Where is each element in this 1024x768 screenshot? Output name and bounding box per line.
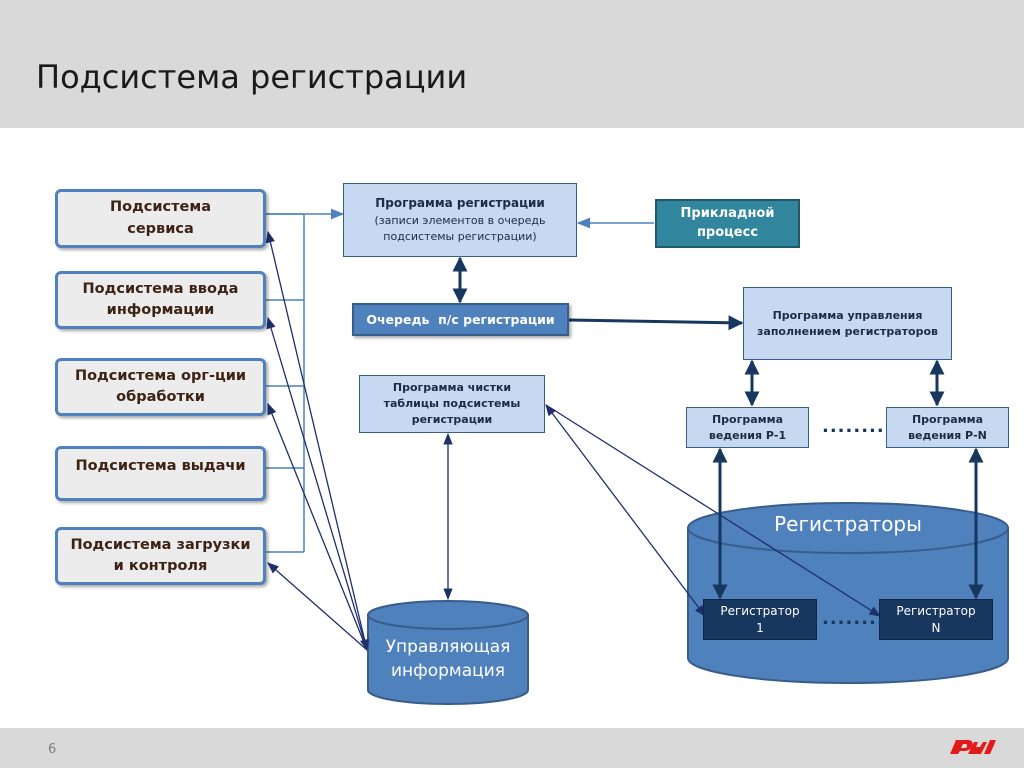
- subsystem-input[interactable]: Подсистема ввода информации: [55, 271, 266, 329]
- control-info-label: Управляющая информация: [368, 636, 528, 684]
- registration-queue[interactable]: Очередь п/с регистрации: [352, 303, 569, 336]
- keeper-1-line1: Программа: [711, 412, 784, 426]
- subsystem-processing-line2: обработки: [116, 389, 205, 405]
- header-bar: [0, 0, 1024, 128]
- registration-program-title: Программа регистрации: [375, 196, 545, 211]
- control-info-cylinder: [367, 600, 529, 705]
- arrow-cleanup-registratorN: [545, 404, 881, 617]
- subsystem-input-line2: информации: [106, 302, 215, 318]
- registration-program-line3: подсистемы регистрации): [383, 229, 537, 243]
- cleanup-program[interactable]: Программа чистки таблицы подсистемы реги…: [359, 375, 545, 433]
- registration-program[interactable]: Программа регистрации (записи элементов …: [343, 183, 577, 257]
- cleanup-line3: регистрации: [411, 412, 493, 426]
- keeper-program-1[interactable]: Программа ведения Р-1: [686, 407, 809, 448]
- registration-program-line2: (записи элементов в очередь: [374, 213, 546, 227]
- subsystem-loading-line2: и контроля: [113, 558, 208, 574]
- subsystem-processing-line1: Подсистема орг-ции: [74, 367, 247, 384]
- page-number: 6: [48, 742, 57, 757]
- subsystem-loading[interactable]: Подсистема загрузки и контроля: [55, 527, 266, 585]
- subsystem-loading-line1: Подсистема загрузки: [70, 536, 251, 553]
- rzd-logo: [950, 740, 996, 754]
- fill-manager-program[interactable]: Программа управления заполнением регистр…: [743, 287, 952, 360]
- arrow-cleanup-registrator1: [545, 404, 706, 617]
- keeper-program-n[interactable]: Программа ведения Р-N: [886, 407, 1009, 448]
- keeper-n-line2: ведения Р-N: [908, 428, 987, 442]
- cleanup-line2: таблицы подсистемы: [383, 397, 521, 411]
- control-info-line1: Управляющая: [385, 637, 511, 657]
- subsystem-output[interactable]: Подсистема выдачи: [55, 446, 266, 501]
- subsystem-output-line1: Подсистема выдачи: [75, 457, 246, 474]
- footer-bar: [0, 728, 1024, 768]
- fill-manager-line1: Программа управления: [772, 308, 923, 322]
- subsystem-input-line1: Подсистема ввода: [82, 280, 239, 297]
- registrator-1-line2: 1: [756, 620, 764, 635]
- control-info-line2: информация: [391, 660, 505, 681]
- keeper-n-line1: Программа: [911, 412, 984, 426]
- registrator-n-line1: Регистратор: [896, 603, 976, 618]
- registrator-n[interactable]: Регистратор N: [879, 599, 993, 640]
- registrator-1[interactable]: Регистратор 1: [703, 599, 817, 640]
- registration-queue-label: Очередь п/с регистрации: [366, 312, 555, 327]
- page-title: Подсистема регистрации: [36, 58, 468, 96]
- keepers-ellipsis: ........: [822, 416, 885, 437]
- subsystem-service-line1: Подсистема: [109, 199, 212, 216]
- applied-process-line1: Прикладной: [680, 205, 775, 221]
- subsystem-service-line2: сервиса: [127, 220, 194, 237]
- cleanup-line1: Программа чистки: [392, 381, 512, 395]
- registrator-n-line2: N: [931, 620, 941, 635]
- applied-process-line2: процесс: [696, 224, 759, 240]
- subsystem-controlinfo-arrows: [265, 230, 370, 652]
- subsystem-service[interactable]: Подсистема сервиса: [55, 189, 266, 248]
- registrators-label: Регистраторы: [774, 512, 922, 536]
- registrators-ellipsis: ........: [822, 608, 885, 629]
- keeper-1-line2: ведения Р-1: [708, 428, 787, 442]
- registrator-1-line1: Регистратор: [720, 603, 800, 618]
- registrators-cylinder: [687, 502, 1009, 684]
- applied-process[interactable]: Прикладной процесс: [655, 199, 800, 248]
- subsystem-processing[interactable]: Подсистема орг-ции обработки: [55, 358, 266, 416]
- arrow-queue-to-manager: [568, 315, 744, 331]
- fill-manager-line2: заполнением регистраторов: [757, 324, 938, 338]
